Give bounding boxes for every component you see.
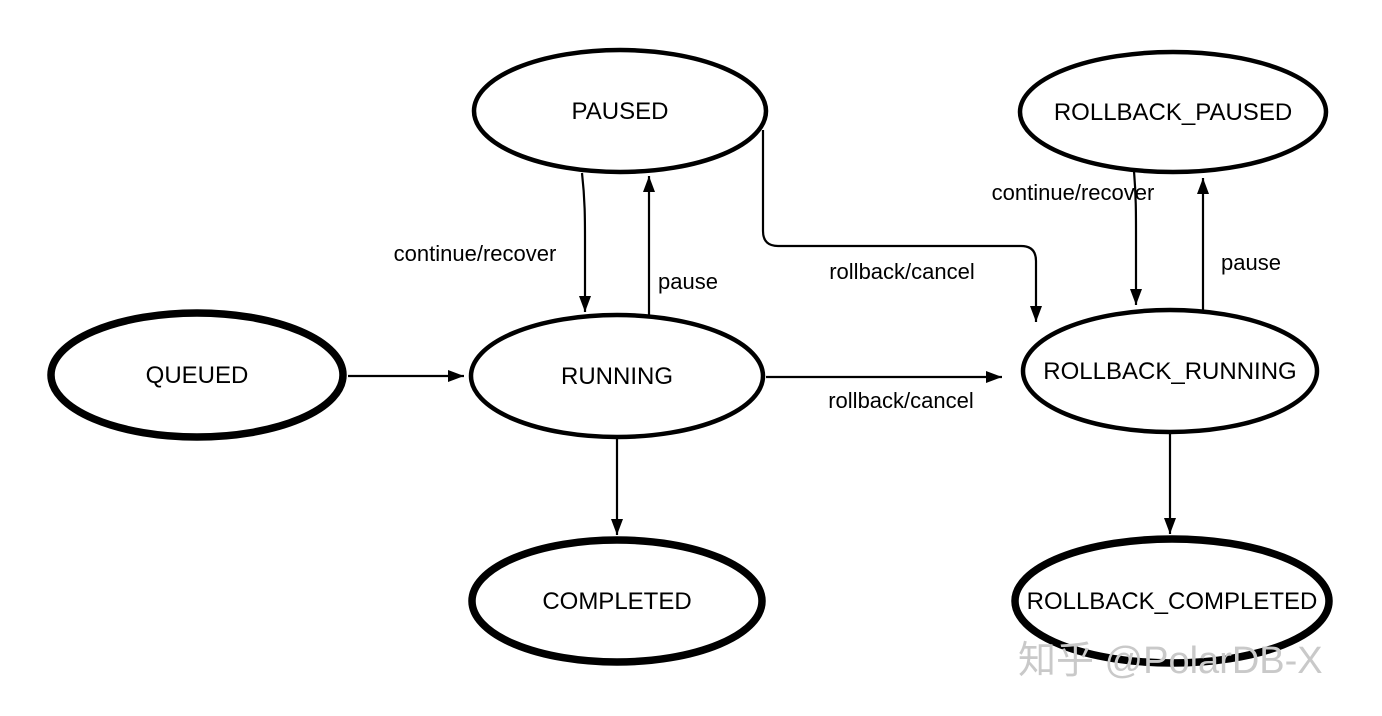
edge-label-continue-recover-left: continue/recover: [394, 241, 557, 266]
running-ellipse: [468, 312, 766, 440]
rollback-completed-label: ROLLBACK_COMPLETED: [1027, 588, 1318, 615]
paused-ellipse: [471, 47, 769, 175]
edge-label-pause-right: pause: [1221, 250, 1281, 275]
edge-label-rollback-cancel-middle: rollback/cancel: [828, 388, 974, 413]
state-node-completed: COMPLETED: [468, 536, 766, 666]
edge-label-rollback-cancel-top: rollback/cancel: [829, 259, 975, 284]
running-label: RUNNING: [561, 363, 673, 390]
edge-label-continue-recover-right: continue/recover: [992, 180, 1155, 205]
completed-ellipse: [468, 536, 766, 666]
edge-rollback-paused-to-rollback-running: [1130, 170, 1142, 305]
state-node-rollback-paused: ROLLBACK_PAUSED: [1017, 49, 1329, 175]
watermark: 知乎 @PolarDB-X: [1018, 640, 1323, 682]
paused-label: PAUSED: [572, 98, 669, 125]
rollback-running-label: ROLLBACK_RUNNING: [1043, 358, 1296, 385]
state-node-running: RUNNING: [468, 312, 766, 440]
queued-label: QUEUED: [146, 362, 249, 389]
rollback-paused-label: ROLLBACK_PAUSED: [1054, 99, 1292, 126]
edge-paused-to-rollback-running: [761, 130, 1042, 322]
queued-ellipse: [47, 309, 347, 441]
edge-paused-to-running: [579, 172, 591, 312]
rollback-completed-ellipse: [1011, 535, 1333, 667]
state-node-rollback-running: ROLLBACK_RUNNING: [1020, 307, 1320, 435]
state-node-paused: PAUSED: [471, 47, 769, 175]
state-node-rollback-completed: ROLLBACK_COMPLETED: [1011, 535, 1333, 667]
edge-label-pause-left: pause: [658, 269, 718, 294]
completed-label: COMPLETED: [542, 588, 691, 615]
rollback-paused-ellipse: [1017, 49, 1329, 175]
state-node-queued: QUEUED: [47, 309, 347, 441]
rollback-running-ellipse: [1020, 307, 1320, 435]
